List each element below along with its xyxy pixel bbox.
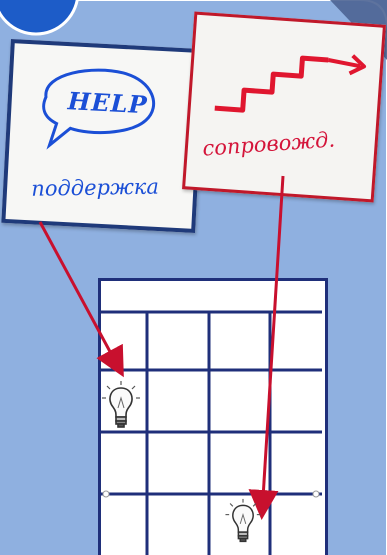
lightbulb-icon xyxy=(101,380,141,432)
arrow-icon xyxy=(262,176,283,514)
arrow-icon xyxy=(40,222,121,372)
lightbulb-icon xyxy=(224,498,262,546)
